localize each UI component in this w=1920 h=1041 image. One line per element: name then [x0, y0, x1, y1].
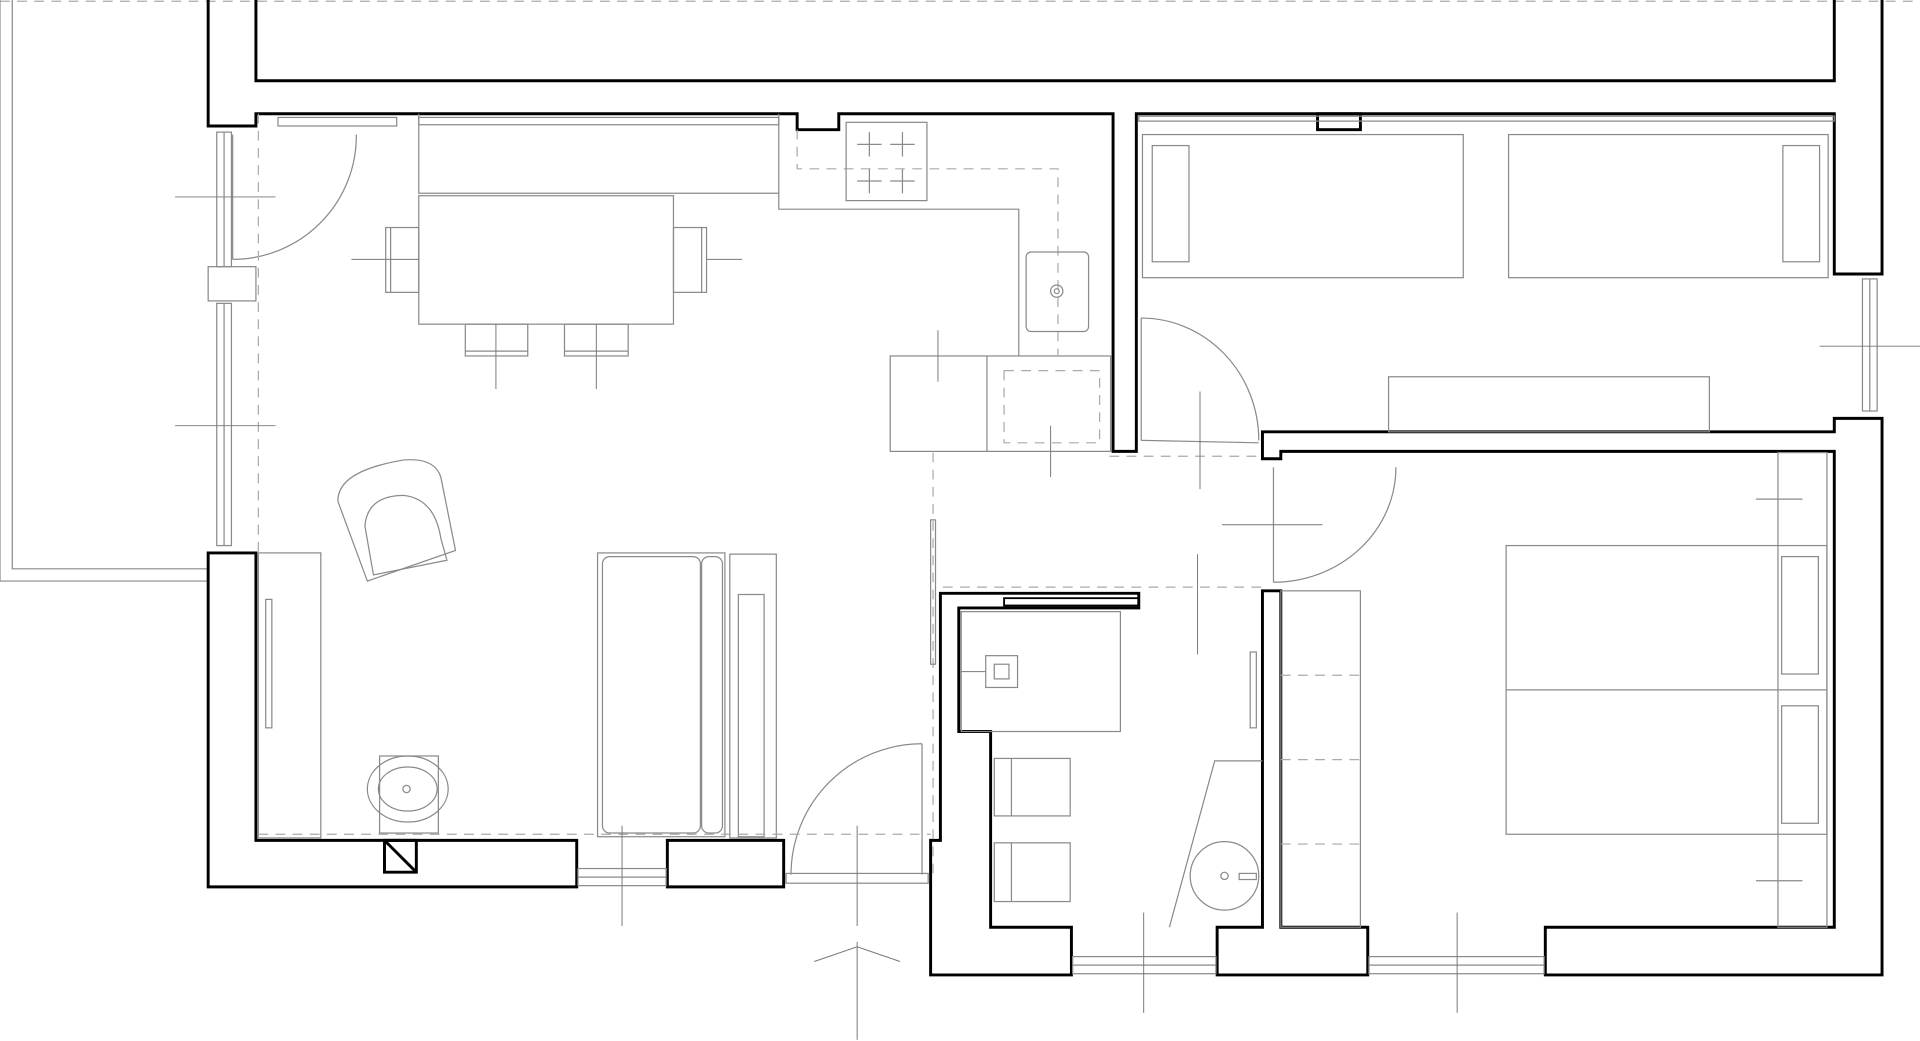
section-marks	[175, 196, 1920, 1013]
table-icon	[385, 195, 708, 357]
bathroom-sink	[1168, 651, 1263, 928]
shower-icon	[960, 611, 1122, 733]
kitchen-counter	[418, 113, 1112, 452]
armchair-icon	[337, 459, 457, 582]
sink-icon	[1025, 251, 1090, 333]
wardrobe	[257, 552, 322, 839]
coat-rack	[930, 519, 937, 665]
tv-unit	[729, 553, 777, 839]
toilet-icon	[366, 755, 449, 834]
bed-icon	[1141, 133, 1829, 433]
sofa-icon	[596, 552, 726, 838]
door-swing-icon	[232, 134, 1397, 875]
washing-machine	[993, 757, 1071, 903]
north-arrow-icon	[814, 941, 901, 1040]
stove-icon	[845, 121, 928, 202]
bed-icon	[1280, 451, 1828, 928]
walls	[206, 0, 1884, 977]
balcony	[0, 0, 209, 582]
